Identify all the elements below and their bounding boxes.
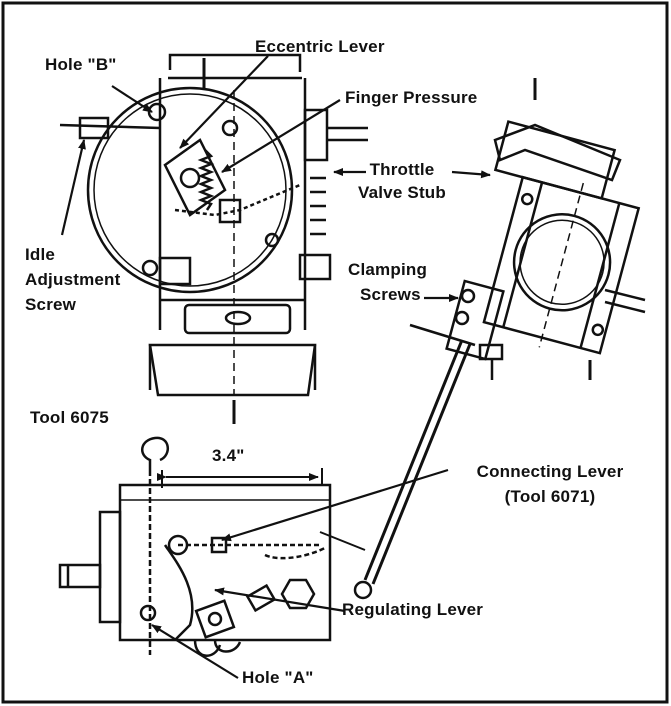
- tool-6075-label: Tool 6075: [30, 408, 109, 427]
- clamping-label-line1: Clamping: [348, 260, 428, 279]
- eccentric-lever-leader: [179, 55, 269, 149]
- regulating-lever-label: Regulating Lever: [342, 600, 484, 619]
- throttle-label-line2: Valve Stub: [358, 183, 446, 202]
- regulating-lever-leader: [214, 587, 346, 613]
- eccentric-lever-label: Eccentric Lever: [255, 37, 385, 56]
- hole-a-label: Hole "A": [242, 668, 314, 687]
- regulator-housing-side-view: [58, 436, 366, 657]
- hole-b-label: Hole "B": [45, 55, 117, 74]
- throttle-label-line1: Throttle: [369, 160, 435, 179]
- hole-b-leader: [111, 85, 153, 113]
- finger-pressure-leader: [221, 99, 341, 173]
- idle-label-line2: Adjustment: [25, 270, 121, 289]
- idle-label-line1: Idle: [25, 245, 56, 264]
- throttle-valve-assembly: [353, 78, 646, 600]
- connecting-lever-leader: [221, 468, 449, 542]
- throttle-leader-right: [451, 170, 491, 179]
- dimension-line: [157, 468, 323, 488]
- dimension-label: 3.4": [212, 446, 245, 465]
- idle-screw-leader: [60, 139, 86, 236]
- pump-housing-front-view: [59, 53, 368, 424]
- finger-pressure-label: Finger Pressure: [345, 88, 478, 107]
- connecting-label-line1: Connecting Lever: [476, 462, 624, 481]
- idle-label-line3: Screw: [25, 295, 77, 314]
- connecting-label-line2: (Tool 6071): [504, 487, 596, 506]
- clamping-label-line2: Screws: [360, 285, 421, 304]
- hole-a-leader: [151, 624, 239, 679]
